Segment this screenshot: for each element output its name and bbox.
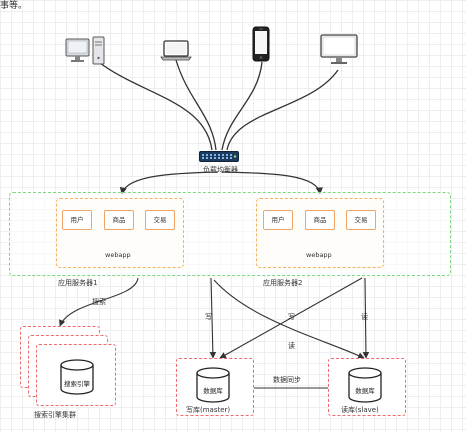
server2-webapp-box [256, 198, 384, 268]
slave-db-label: 数据库 [355, 387, 375, 395]
load-balancer-icon [199, 151, 239, 162]
edge-lb-to-server2 [221, 171, 323, 195]
edge-phone-to-lb [221, 61, 263, 151]
mobile-phone-icon [252, 26, 270, 62]
edge-monitor-to-lb [226, 69, 339, 151]
edge-label-search: 搜索 [92, 298, 106, 306]
server2-module-user: 用户 [263, 210, 293, 230]
server1-webapp-box [56, 198, 184, 268]
search-engine-label: 搜索引擎 [64, 380, 90, 388]
laptop-icon [160, 40, 192, 61]
master-db-label: 数据库 [203, 387, 223, 395]
search-cluster-caption: 搜索引擎集群 [34, 411, 76, 419]
edge-laptop-to-lb [175, 59, 217, 151]
master-database-cylinder-icon [196, 367, 230, 403]
server1-caption: 应用服务器1 [58, 279, 98, 287]
edge-lb-to-server1 [119, 171, 219, 195]
load-balancer-label: 负载均衡器 [203, 166, 238, 174]
server1-module-product: 商品 [104, 210, 134, 230]
desktop-computer-icon [65, 36, 105, 65]
server1-module-user: 用户 [62, 210, 92, 230]
server2-module-trade: 交易 [346, 210, 376, 230]
edge-label-write-2: 写 [288, 313, 295, 321]
master-db-caption: 写库(master) [186, 406, 231, 414]
server2-caption: 应用服务器2 [263, 279, 303, 287]
monitor-icon [320, 34, 358, 64]
edge-label-sync: 数据同步 [273, 376, 301, 384]
server1-module-trade: 交易 [145, 210, 175, 230]
edge-server2-write-master [219, 277, 363, 359]
slave-db-caption: 读库(slave) [341, 406, 379, 414]
search-engine-cylinder-icon [60, 359, 94, 395]
server1-webapp-label: webapp [105, 251, 131, 259]
edge-server2-read-slave [362, 277, 370, 359]
edge-server1-to-search [59, 277, 139, 327]
edge-server1-write-master [209, 277, 217, 359]
edge-label-read-2: 读 [361, 313, 368, 321]
edge-server1-read-slave [213, 279, 365, 359]
edge-desktop-to-lb [95, 59, 213, 151]
edge-label-write-1: 写 [205, 313, 212, 321]
slave-database-cylinder-icon [348, 367, 382, 403]
server2-module-product: 商品 [305, 210, 335, 230]
server2-webapp-label: webapp [306, 251, 332, 259]
edge-label-read-1: 读 [288, 342, 295, 350]
top-text-fragment: 事等。 [0, 1, 28, 11]
